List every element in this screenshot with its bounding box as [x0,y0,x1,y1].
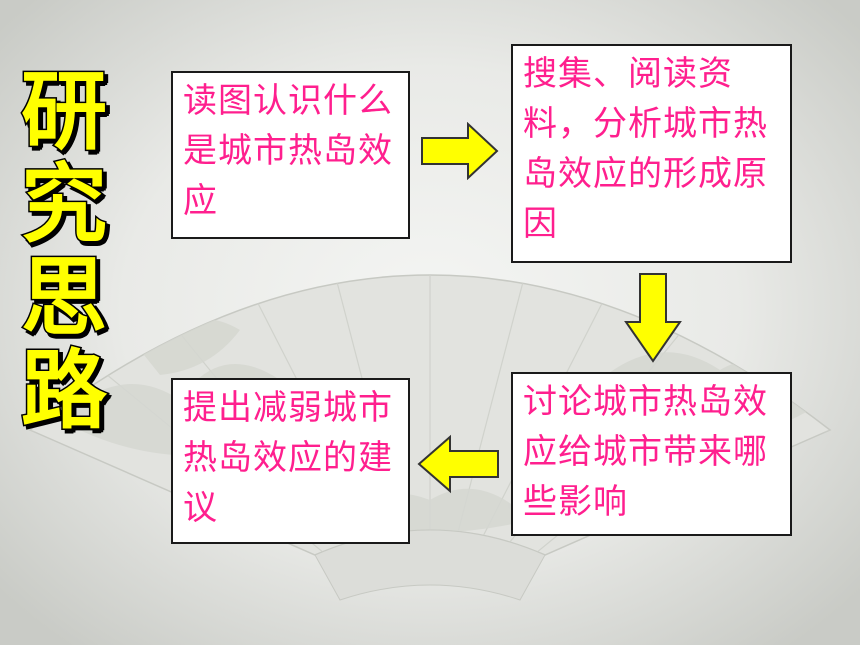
title-char: 究 [20,155,109,255]
arrow-down-icon [624,273,682,363]
arrow-left-icon [417,434,499,494]
step-box-propose-suggestions: 提出减弱城市热岛效应的建议 [171,378,410,544]
title-char: 思 [20,248,109,348]
step-box-discuss-impacts: 讨论城市热岛效应给城市带来哪些影响 [511,372,792,536]
step-box-read-map: 读图认识什么是城市热岛效应 [171,71,410,239]
step-text: 讨论城市热岛效应给城市带来哪些影响 [523,382,768,522]
step-text: 读图认识什么是城市热岛效应 [183,81,393,221]
title-char: 路 [20,341,109,441]
arrow-right-icon [421,122,499,180]
title-char: 研 [20,62,109,162]
step-text: 提出减弱城市热岛效应的建议 [183,388,393,528]
step-box-analyze-causes: 搜集、阅读资料，分析城市热岛效应的形成原因 [511,44,792,263]
step-text: 搜集、阅读资料，分析城市热岛效应的形成原因 [523,54,768,244]
slide-title-vertical: 研 究 思 路 [14,62,114,441]
